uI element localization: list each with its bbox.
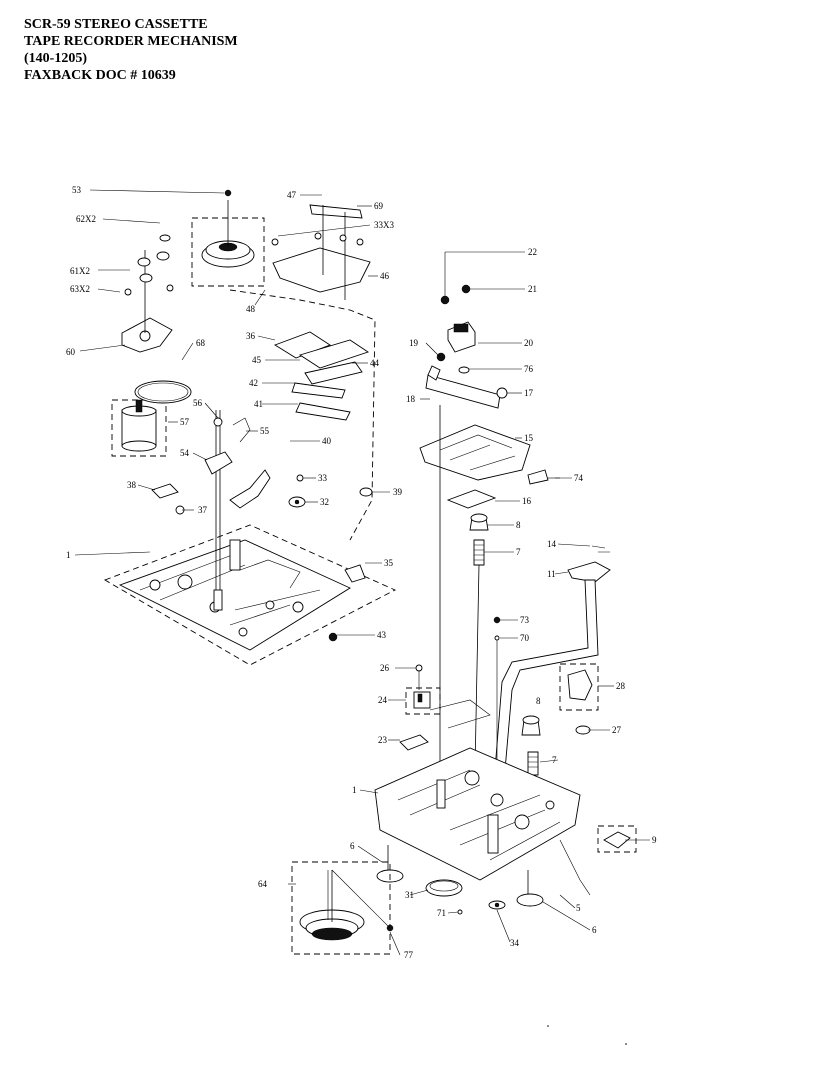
- label-18: 18: [406, 394, 416, 404]
- drive-belt-inner: [137, 382, 189, 402]
- label-40: 40: [322, 436, 332, 446]
- label-56: 56: [193, 398, 203, 408]
- part-labels: 53 62X2 61X2 63X2 60 68 57 56 55 54 38 3…: [66, 185, 657, 960]
- part-number: (140-1205): [24, 51, 87, 66]
- label-55: 55: [260, 426, 270, 436]
- lever-40: [229, 469, 271, 509]
- flywheel-31: [425, 879, 463, 897]
- label-42: 42: [249, 378, 258, 388]
- label-15: 15: [524, 433, 534, 443]
- label-6-right: 6: [592, 925, 597, 935]
- label-43: 43: [377, 630, 387, 640]
- label-44: 44: [370, 358, 380, 368]
- label-47: 47: [287, 190, 297, 200]
- pulley-assembly: [191, 189, 265, 287]
- part-38: [151, 483, 179, 499]
- label-6-left: 6: [350, 841, 355, 851]
- label-46: 46: [380, 271, 390, 281]
- label-37: 37: [198, 505, 208, 515]
- title-model: SCR-59 STEREO CASSETTE: [24, 17, 208, 32]
- left-leader-lines: [74, 189, 390, 636]
- label-54: 54: [180, 448, 190, 458]
- label-63x2: 63X2: [70, 284, 90, 294]
- title-mechanism: TAPE RECORDER MECHANISM: [24, 34, 238, 49]
- label-24: 24: [378, 695, 388, 705]
- right-main-plate: [419, 405, 560, 800]
- label-48: 48: [246, 304, 256, 314]
- reel-spindle-right: [516, 870, 544, 907]
- label-68: 68: [196, 338, 206, 348]
- label-73: 73: [520, 615, 530, 625]
- part-39: [359, 487, 373, 497]
- label-70: 70: [520, 633, 530, 643]
- faxback-doc: FAXBACK DOC # 10639: [24, 68, 176, 83]
- label-41: 41: [254, 399, 263, 409]
- label-71: 71: [437, 908, 446, 918]
- switch-parts: [399, 664, 491, 751]
- label-64: 64: [258, 879, 268, 889]
- long-arm-lever: [494, 545, 611, 771]
- label-16: 16: [522, 496, 532, 506]
- label-62x2: 62X2: [76, 214, 96, 224]
- reel-assembly-64: [291, 861, 391, 955]
- bracket-9: [603, 831, 631, 849]
- label-36: 36: [246, 331, 256, 341]
- label-21: 21: [528, 284, 537, 294]
- label-23: 23: [378, 735, 388, 745]
- label-7-lower: 7: [552, 755, 557, 765]
- drive-belt: [134, 380, 192, 404]
- label-76: 76: [524, 364, 534, 374]
- head-block-parts: [425, 251, 525, 409]
- part-71: [457, 909, 463, 915]
- label-34: 34: [510, 938, 520, 948]
- label-61x2: 61X2: [70, 266, 90, 276]
- right-side-parts: [521, 663, 599, 776]
- right-chassis-plate: [374, 747, 591, 896]
- screw-33: [296, 474, 304, 482]
- part-73: [493, 616, 501, 624]
- label-33: 33: [318, 473, 328, 483]
- label-53: 53: [72, 185, 82, 195]
- label-11: 11: [547, 569, 556, 579]
- pinch-roller-upper: [469, 513, 489, 771]
- label-45: 45: [252, 355, 262, 365]
- label-7-upper: 7: [516, 547, 521, 557]
- label-5: 5: [576, 903, 581, 913]
- part-43: [328, 632, 338, 642]
- label-14: 14: [547, 539, 557, 549]
- document-header: SCR-59 STEREO CASSETTE TAPE RECORDER MEC…: [24, 16, 238, 84]
- label-57: 57: [180, 417, 190, 427]
- label-19: 19: [409, 338, 419, 348]
- right-leader-lines: [288, 342, 650, 956]
- motor-assembly: [111, 399, 167, 457]
- label-74: 74: [574, 473, 584, 483]
- label-8-lower: 8: [536, 696, 541, 706]
- label-31: 31: [405, 890, 414, 900]
- label-28: 28: [616, 681, 626, 691]
- left-chassis-plate: [103, 524, 397, 666]
- label-35: 35: [384, 558, 394, 568]
- motor-bracket: [121, 234, 174, 353]
- label-8-upper: 8: [516, 520, 521, 530]
- label-1-left: 1: [66, 550, 71, 560]
- label-33x3: 33X3: [374, 220, 394, 230]
- label-60: 60: [66, 347, 76, 357]
- bracket-9-box: [597, 825, 637, 853]
- label-20: 20: [524, 338, 534, 348]
- label-26: 26: [380, 663, 390, 673]
- label-39: 39: [393, 487, 403, 497]
- label-32: 32: [320, 497, 329, 507]
- label-22: 22: [528, 247, 537, 257]
- part-35: [344, 564, 366, 583]
- label-1-right: 1: [352, 785, 357, 795]
- label-17: 17: [524, 388, 534, 398]
- label-27: 27: [612, 725, 622, 735]
- label-77: 77: [404, 950, 414, 960]
- head-plate-stack: [229, 204, 376, 541]
- label-38: 38: [127, 480, 137, 490]
- label-69: 69: [374, 201, 384, 211]
- label-9: 9: [652, 835, 657, 845]
